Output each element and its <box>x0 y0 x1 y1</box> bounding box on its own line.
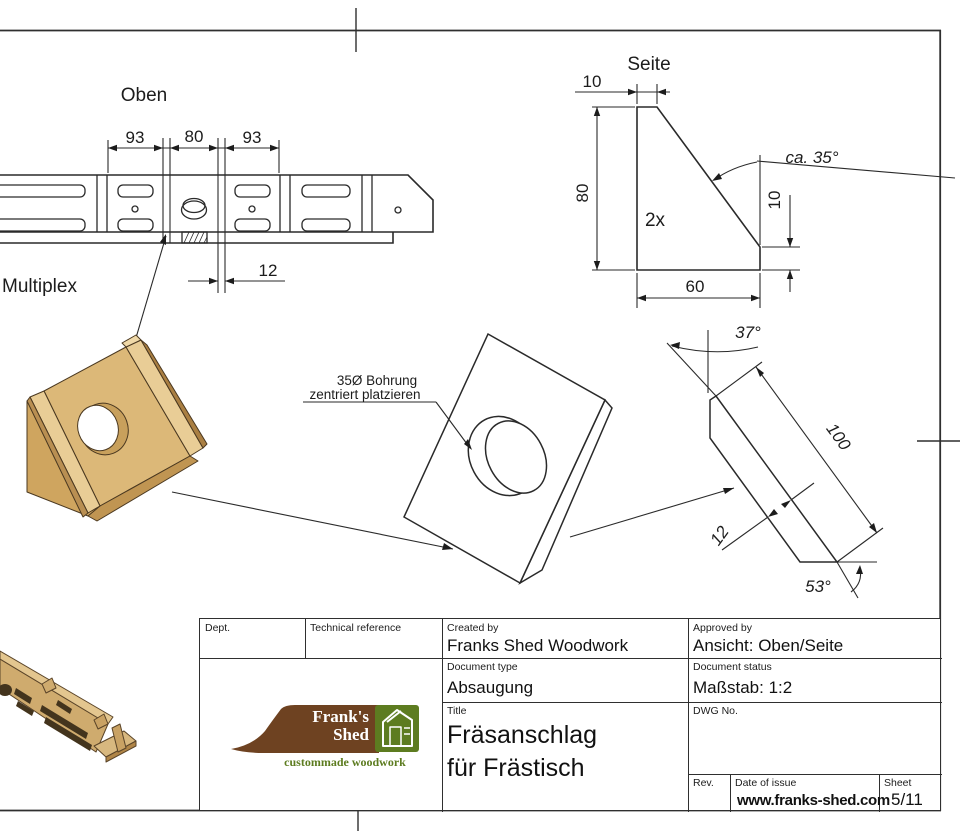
top-view: Oben Multiplex 93 80 93 12 <box>0 85 434 349</box>
sheet-number: 5/11 <box>891 790 923 809</box>
logo: Frank's Shed custommade woodwork <box>225 701 425 771</box>
approved-by-label: Approved by <box>693 622 752 634</box>
angled-bar-arrows <box>670 342 877 574</box>
created-by-label: Created by <box>447 622 499 634</box>
dim-10-top: 10 <box>583 72 602 91</box>
hole-note-line1: 35Ø Bohrung <box>337 373 417 388</box>
side-view: Seite 10 80 60 10 ca. 35° 2x <box>573 54 956 308</box>
dwg-no-label: DWG No. <box>693 705 738 717</box>
date-of-issue-label: Date of issue <box>735 777 797 789</box>
dim-80: 80 <box>185 127 204 146</box>
dept-label: Dept. <box>205 622 231 634</box>
sheet-label: Sheet <box>884 777 912 789</box>
logo-name-line1: Frank's <box>312 707 369 726</box>
quantity-label: 2x <box>645 210 666 231</box>
top-view-arrows <box>108 144 279 285</box>
drawing-title-line2: für Frästisch <box>447 754 585 782</box>
website-url: www.franks-shed.com <box>737 792 890 809</box>
drawing-title-line1: Fräsanschlag <box>447 721 598 749</box>
approved-by-value: Ansicht: Oben/Seite <box>693 636 844 655</box>
angle-37: 37° <box>735 323 761 342</box>
hatch-lines <box>183 231 208 244</box>
assembly-3d-model <box>0 650 137 763</box>
angle-35-note: ca. 35° <box>785 148 838 167</box>
document-type-label: Document type <box>447 661 518 673</box>
tilted-plate-view: 35Ø Bohrung zentriert platzieren <box>171 332 735 585</box>
document-status-label: Document status <box>693 661 772 673</box>
document-type-value: Absaugung <box>447 678 534 697</box>
titleblock-gridlines <box>200 658 942 659</box>
angled-bar-view: 37° 100 12 53° <box>666 323 884 599</box>
logo-name-line2: Shed <box>333 725 369 744</box>
wedge-3d-model <box>26 334 208 522</box>
drawing-title: Fräsanschlag für Frästisch <box>447 719 597 785</box>
logo-tagline: custommade woodwork <box>284 755 406 769</box>
rev-label: Rev. <box>693 777 714 789</box>
technical-reference-label: Technical reference <box>310 622 402 634</box>
shed-icon <box>382 709 413 747</box>
angle-53: 53° <box>805 577 831 596</box>
side-view-label: Seite <box>627 54 670 75</box>
created-by-value: Franks Shed Woodwork <box>447 636 629 655</box>
dim-100: 100 <box>822 420 854 455</box>
document-status-value: Maßstab: 1:2 <box>693 678 793 697</box>
title-label: Title <box>447 705 467 717</box>
title-block: Dept. Technical reference Created by App… <box>199 618 942 812</box>
dim-10-right: 10 <box>765 191 784 210</box>
dim-60: 60 <box>686 277 705 296</box>
dim-93-left: 93 <box>126 128 145 147</box>
top-view-label: Oben <box>121 85 167 106</box>
dim-93-right: 93 <box>243 128 262 147</box>
hole-note-line2: zentriert platzieren <box>309 387 420 402</box>
side-view-arrows <box>593 88 794 302</box>
logo-swoosh <box>231 705 379 753</box>
dim-12: 12 <box>259 261 278 280</box>
dim-80-height: 80 <box>573 184 592 203</box>
material-label: Multiplex <box>2 276 77 297</box>
